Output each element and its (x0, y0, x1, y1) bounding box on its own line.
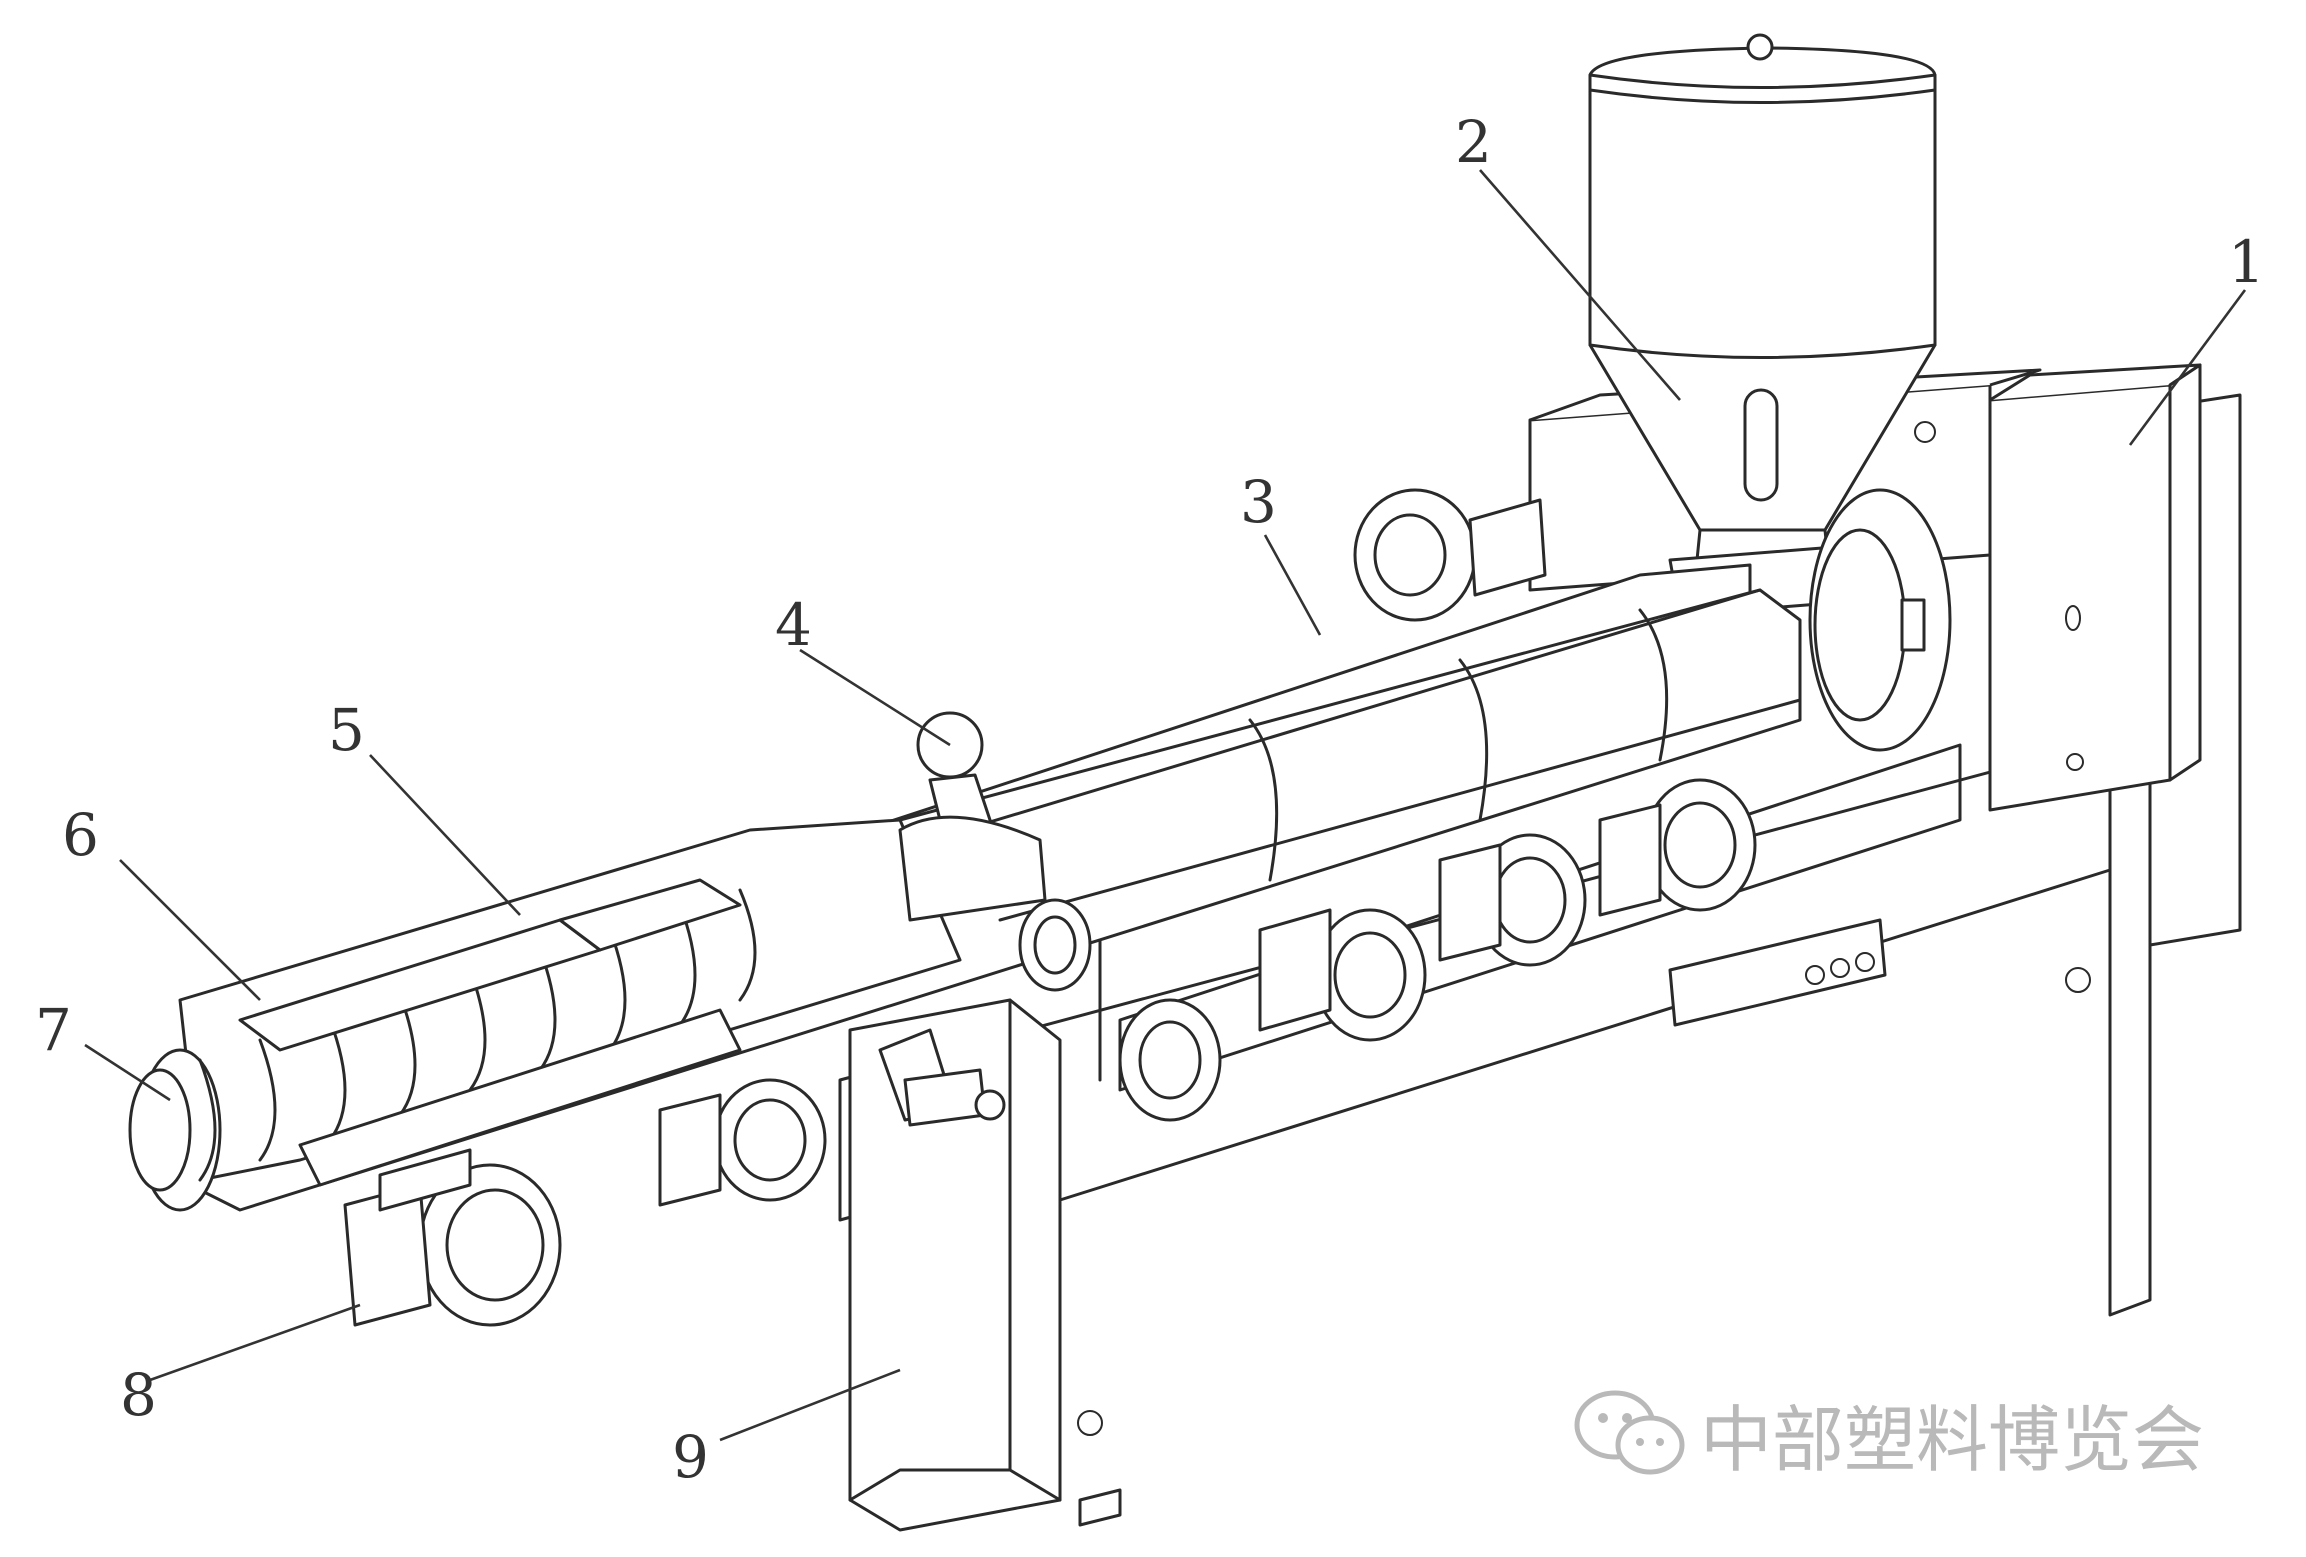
control-panel (1668, 918, 1887, 1027)
leader-2 (1479, 169, 1681, 401)
leader-3 (1263, 534, 1322, 636)
callout-leaders (84, 169, 2247, 1442)
leader-4 (799, 648, 951, 747)
leader-9 (719, 1368, 901, 1442)
callout-7: 7 (35, 996, 72, 1064)
callout-8: 8 (120, 1361, 157, 1429)
callout-3: 3 (1240, 468, 1277, 536)
callout-9: 9 (672, 1423, 709, 1491)
cooling-blowers (343, 488, 1757, 1327)
callout-1: 1 (2228, 228, 2265, 296)
leader-1 (2128, 289, 2247, 446)
callout-labels: 1 2 3 4 5 6 7 8 9 (35, 108, 2265, 1491)
watermark-text: 中部塑料博览会 (1700, 1398, 2204, 1482)
callout-2: 2 (1455, 108, 1492, 176)
leader-7 (84, 1043, 171, 1102)
leader-6 (119, 859, 261, 1001)
callout-4: 4 (775, 591, 812, 659)
leader-5 (369, 754, 521, 916)
leader-8 (149, 1303, 361, 1382)
callout-6: 6 (62, 801, 99, 869)
watermark: 中部塑料博览会 (1574, 1390, 2204, 1482)
callout-5: 5 (328, 696, 365, 764)
wechat-icon (1574, 1390, 1685, 1475)
